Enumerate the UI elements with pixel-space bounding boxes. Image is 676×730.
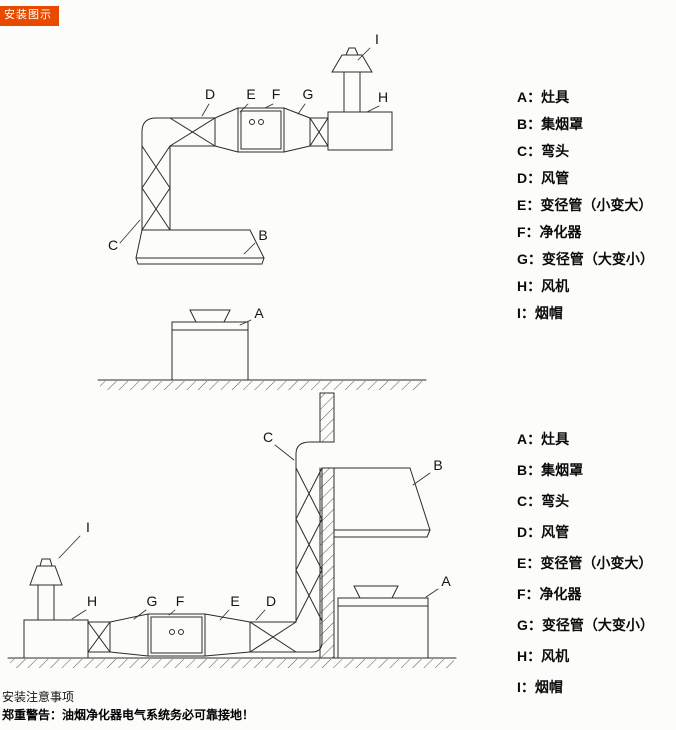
legend-item: C：弯头 <box>517 493 570 509</box>
duct-and-elbows <box>87 441 335 653</box>
legend-item: H：风机 <box>517 648 570 664</box>
part-labels-bottom: C B A I H G F E D <box>86 429 451 609</box>
legend-item: B：集烟罩 <box>517 462 584 478</box>
stove <box>337 585 429 659</box>
label-purifier: F <box>176 593 185 609</box>
legend-item: F：净化器 <box>517 586 582 602</box>
leader-lines <box>119 47 380 326</box>
ground <box>97 379 427 390</box>
purifier <box>147 613 206 657</box>
legend-item: E：变径管（小变大） <box>517 555 653 571</box>
label-cap: I <box>86 519 90 535</box>
legend-item: I：烟帽 <box>517 305 563 321</box>
legend-item: D：风管 <box>517 524 570 540</box>
ground <box>7 657 457 668</box>
installation-notes-heading: 安装注意事项 <box>2 690 75 704</box>
legend-item: G：变径管（大变小） <box>517 251 654 267</box>
legend-item: C：弯头 <box>517 143 570 159</box>
installation-diagram-bottom: C B A I H G F E D <box>7 392 457 668</box>
stove <box>171 309 249 381</box>
reducer-large-to-small <box>109 613 149 657</box>
label-reducer-stl: E <box>246 86 255 102</box>
leader-lines <box>58 444 439 621</box>
grounding-warning: 郑重警告：油烟净化器电气系统务必可靠接地！ <box>2 708 255 722</box>
chimney-and-cap <box>29 558 63 621</box>
reducer-large-to-small <box>283 107 311 153</box>
label-reducer-stl: E <box>230 593 239 609</box>
smoke-hood <box>135 229 265 265</box>
part-labels-top: D E F G H I C B A <box>108 31 388 321</box>
reducer-small-to-large <box>214 107 239 153</box>
duct-and-elbow <box>141 117 329 231</box>
fan <box>23 619 89 659</box>
installation-diagram-top: D E F G H I C B A <box>97 31 427 390</box>
legend-bottom: A：灶具 B：集烟罩 C：弯头 D：风管 E：变径管（小变大） F：净化器 G：… <box>517 424 675 703</box>
label-fan: H <box>87 593 97 609</box>
label-elbow: C <box>108 237 118 253</box>
reducer-small-to-large <box>204 613 251 657</box>
label-cap: I <box>375 31 379 47</box>
legend-item: I：烟帽 <box>517 679 563 695</box>
label-stove: A <box>441 573 451 589</box>
label-hood: B <box>258 227 267 243</box>
legend-item: A：灶具 <box>517 431 570 447</box>
label-hood: B <box>433 457 442 473</box>
label-reducer-lts: G <box>303 86 314 102</box>
legend-item: E：变径管（小变大） <box>517 197 653 213</box>
label-elbow: C <box>263 429 273 445</box>
wall <box>319 392 335 659</box>
label-duct: D <box>266 593 276 609</box>
legend-item: A：灶具 <box>517 89 570 105</box>
legend-item: B：集烟罩 <box>517 116 584 132</box>
legend-item: G：变径管（大变小） <box>517 617 654 633</box>
page-title-badge: 安装图示 <box>0 6 59 26</box>
legend-item: F：净化器 <box>517 224 582 240</box>
label-stove: A <box>254 305 264 321</box>
smoke-hood <box>333 467 431 538</box>
label-reducer-lts: G <box>147 593 158 609</box>
chimney-and-cap <box>331 47 373 113</box>
purifier <box>237 107 285 153</box>
label-duct: D <box>205 86 215 102</box>
label-purifier: F <box>272 86 281 102</box>
legend-item: H：风机 <box>517 278 570 294</box>
label-fan: H <box>378 89 388 105</box>
legend-item: D：风管 <box>517 170 570 186</box>
legend-top: A：灶具 B：集烟罩 C：弯头 D：风管 E：变径管（小变大） F：净化器 G：… <box>517 84 675 327</box>
fan <box>327 111 393 151</box>
